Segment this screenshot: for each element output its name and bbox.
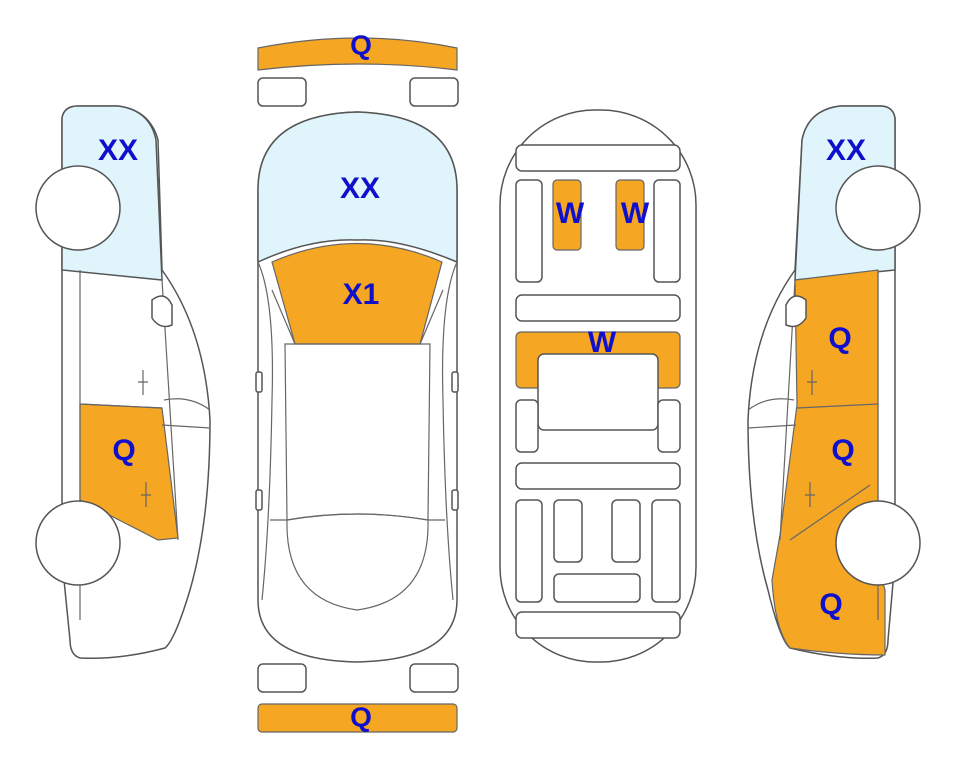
right-side-door-lines bbox=[747, 270, 879, 620]
right-side-view bbox=[747, 105, 921, 660]
right-side-mirror bbox=[785, 295, 807, 328]
top-view-right-side bbox=[441, 261, 458, 601]
interior-trunk bbox=[515, 611, 681, 639]
right-handle-top bbox=[451, 489, 459, 511]
top-view-left-pillar bbox=[270, 289, 296, 521]
top-view-rear-window bbox=[286, 513, 429, 611]
interior-seat-left-panel[interactable] bbox=[552, 179, 582, 251]
right-rear-handle bbox=[805, 482, 815, 507]
rear-bumper-panel[interactable] bbox=[257, 703, 458, 733]
left-rear-wheel bbox=[35, 500, 121, 586]
label-right-side-glass: XX bbox=[826, 134, 866, 167]
top-view-right-pillar bbox=[419, 289, 445, 521]
label-rear-bumper: Q bbox=[350, 701, 372, 732]
top-view-car bbox=[255, 37, 459, 733]
left-side-mirror bbox=[151, 295, 173, 328]
label-right-front-fender: Q bbox=[828, 322, 851, 355]
label-interior-console: W bbox=[588, 326, 617, 359]
left-side-view bbox=[35, 105, 211, 660]
interior-rear-bench bbox=[553, 573, 641, 603]
right-mirror-top bbox=[451, 371, 459, 393]
interior-rear-bar bbox=[515, 462, 681, 490]
interior-rear-seat-4 bbox=[651, 499, 681, 603]
windshield-panel[interactable] bbox=[257, 111, 458, 264]
front-bumper-panel[interactable] bbox=[257, 37, 458, 71]
left-rear-handle bbox=[141, 482, 151, 507]
interior-front-left-door bbox=[515, 179, 543, 283]
front-right-light bbox=[409, 77, 459, 107]
top-view-left-side bbox=[257, 261, 274, 601]
label-left-rear-door: Q bbox=[112, 434, 135, 467]
right-front-wheel bbox=[835, 165, 921, 251]
label-windshield: XX bbox=[340, 172, 380, 205]
front-left-light bbox=[257, 77, 307, 107]
label-hood: X1 bbox=[343, 278, 380, 311]
interior-rear-seat-1 bbox=[515, 499, 543, 603]
label-interior-seat-right: W bbox=[621, 197, 650, 230]
interior-rear-left bbox=[515, 399, 539, 453]
label-right-rear-door: Q bbox=[819, 588, 842, 621]
rear-left-light bbox=[257, 663, 307, 693]
left-front-handle bbox=[138, 370, 148, 395]
interior-front-right-door bbox=[653, 179, 681, 283]
left-mirror-top bbox=[255, 371, 263, 393]
interior-seat-right-panel[interactable] bbox=[615, 179, 645, 251]
left-side-door-lines bbox=[79, 270, 211, 620]
hood-panel[interactable] bbox=[271, 242, 443, 345]
interior-rear-right bbox=[657, 399, 681, 453]
label-interior-seat-left: W bbox=[556, 197, 585, 230]
left-handle-top bbox=[255, 489, 263, 511]
right-rear-wheel bbox=[835, 500, 921, 586]
interior-rear-seat-2 bbox=[553, 499, 583, 563]
label-right-front-door: Q bbox=[831, 434, 854, 467]
label-left-side-glass: XX bbox=[98, 134, 138, 167]
left-front-wheel bbox=[35, 165, 121, 251]
interior-dash bbox=[515, 144, 681, 172]
interior-rear-seat-3 bbox=[611, 499, 641, 563]
rear-right-light bbox=[409, 663, 459, 693]
label-front-bumper: Q bbox=[350, 29, 372, 60]
interior-view bbox=[499, 109, 697, 663]
interior-center-box bbox=[537, 353, 659, 431]
interior-mid-bar bbox=[515, 294, 681, 322]
right-front-handle bbox=[807, 370, 817, 395]
